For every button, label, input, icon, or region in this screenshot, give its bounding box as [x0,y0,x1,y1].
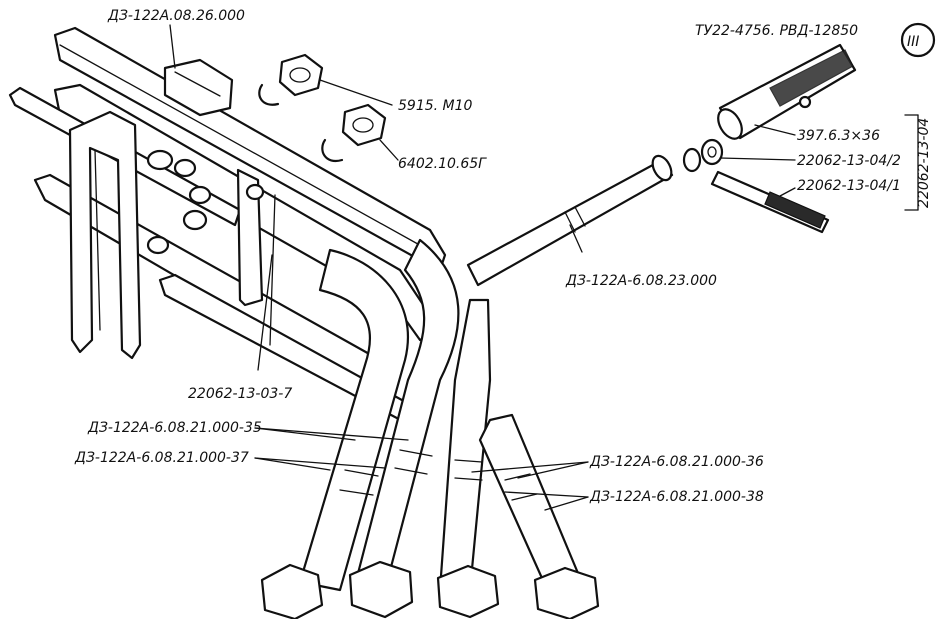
label-part-04-2: 22062-13-04/2 [797,153,901,169]
frame-bolts [146,149,265,255]
label-washer: 6402.10.65Г [398,156,487,172]
label-top-bracket: ДЗ-122А.08.26.000 [107,8,245,24]
hose-pipes [298,238,587,598]
label-hose-37: ДЗ-122А-6.08.21.000-37 [74,450,249,466]
top-bracket-block [163,58,234,117]
grip-handle [717,43,857,140]
coupling [682,138,830,234]
label-rod: ДЗ-122А-6.08.23.000 [565,273,717,289]
view-mark-circle [900,22,936,58]
label-view-mark: III [907,34,919,50]
label-part-04-1: 22062-13-04/1 [797,178,901,194]
label-hose-36: ДЗ-122А-6.08.21.000-36 [589,454,764,470]
label-side-group: 22062-13-04 [916,118,932,208]
rod [466,154,674,287]
label-hose-35: ДЗ-122А-6.08.21.000-35 [87,420,262,436]
label-pin: 397.6.3×36 [797,128,880,144]
label-hose-38: ДЗ-122А-6.08.21.000-38 [589,489,764,505]
clamp-plate [68,110,142,360]
vertical-strap [236,168,276,346]
label-nut: 5915. М10 [398,98,473,114]
label-clamp-part: 22062-13-03-7 [188,386,292,402]
leader-lines [169,24,919,511]
hex-fittings [260,560,600,621]
label-handle-spec: ТУ22-4756. РВД-12850 [695,23,858,39]
nut-washer-set [258,53,399,163]
